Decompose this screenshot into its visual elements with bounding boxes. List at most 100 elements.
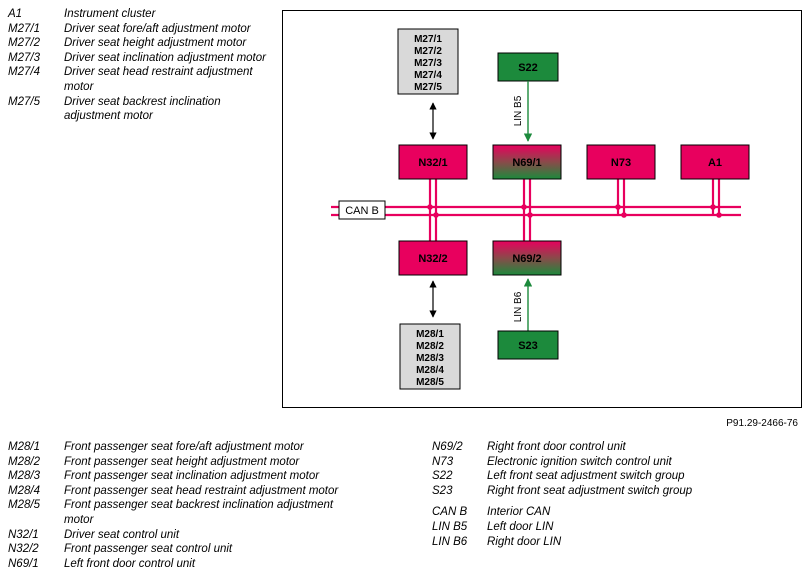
legend-code: N32/2: [8, 543, 39, 556]
svg-text:S22: S22: [518, 62, 538, 74]
s22-box: S22: [497, 52, 559, 82]
legend-desc: Driver seat fore/aft adjustment motor: [64, 22, 251, 35]
a1-box: A1: [680, 144, 750, 180]
svg-text:M28/3: M28/3: [416, 353, 444, 364]
legend-row: S22 Left front seat adjustment switch gro…: [432, 469, 792, 484]
legend-row: N73 Electronic ignition switch control un…: [432, 455, 792, 470]
legend-desc: Driver seat height adjustment motor: [64, 37, 247, 50]
legend-row: M27/4 Driver seat head restraint adjustme…: [8, 65, 270, 94]
legend-code: M27/3: [8, 51, 40, 64]
legend-row: S23 Right front seat adjustment switch gr…: [432, 484, 792, 499]
legend-code: N69/1: [8, 557, 39, 570]
legend-spacer: [432, 498, 792, 505]
can-b-bus: [331, 205, 741, 217]
bus-drops: [428, 179, 721, 241]
can-b-label: CAN B: [338, 200, 386, 220]
svg-text:M27/2: M27/2: [414, 46, 442, 57]
legend-desc: Front passenger seat height adjustment m…: [64, 455, 300, 468]
legend-row: M27/5 Driver seat backrest inclination ad…: [8, 95, 270, 124]
legend-code: M27/2: [8, 37, 40, 50]
svg-text:M28/1: M28/1: [416, 329, 444, 340]
legend-row: M27/3 Driver seat inclination adjustment …: [8, 51, 270, 66]
n69-1-box: N69/1: [492, 144, 562, 180]
svg-text:S23: S23: [518, 340, 538, 352]
legend-code: M28/5: [8, 499, 40, 512]
lin-b6-label: LIN B6: [513, 291, 524, 322]
legend-desc: Left front door control unit: [64, 557, 196, 570]
legend-desc: Front passenger seat control unit: [64, 543, 233, 556]
svg-text:N32/2: N32/2: [418, 253, 447, 265]
legend-row: N69/2 Right front door control unit: [432, 440, 792, 455]
legend-code: S23: [432, 484, 453, 497]
legend-desc: Front passenger seat inclination adjustm…: [64, 470, 320, 483]
svg-text:M28/2: M28/2: [416, 341, 444, 352]
legend-row: N69/1 Left front door control unit: [8, 557, 418, 572]
legend-desc: Interior CAN: [487, 506, 551, 519]
legend-code: M28/4: [8, 484, 40, 497]
legend-row: N32/2 Front passenger seat control unit: [8, 542, 418, 557]
svg-text:M28/4: M28/4: [416, 365, 444, 376]
legend-code: CAN B: [432, 506, 468, 519]
legend-code: N32/1: [8, 528, 39, 541]
legend-desc: Right door LIN: [487, 535, 562, 548]
s23-box: S23: [497, 330, 559, 360]
svg-text:M28/5: M28/5: [416, 377, 444, 388]
legend-code: M28/1: [8, 441, 40, 453]
n32-2-box: N32/2: [398, 240, 468, 276]
legend-desc: Driver seat head restraint adjustment mo…: [64, 66, 253, 93]
legend-desc: Right front seat adjustment switch group: [487, 484, 693, 497]
network-diagram: CAN B M27/1 M27/2 M27/3 M27/4 M27/5 N32/…: [331, 28, 750, 390]
lin-b5-label: LIN B5: [513, 95, 524, 126]
legend-bottom-right: N69/2 Right front door control unit N73 El…: [432, 440, 792, 549]
legend-desc: Driver seat backrest inclination adjustm…: [64, 95, 221, 123]
legend-code: N73: [432, 455, 454, 468]
legend-row: LIN B5 Left door LIN: [432, 520, 792, 535]
legend-row: M28/5 Front passenger seat backrest incli…: [8, 498, 418, 527]
legend-code: LIN B5: [432, 520, 468, 533]
legend-row: M28/2 Front passenger seat height adjustm…: [8, 455, 418, 470]
n32-1-box: N32/1: [398, 144, 468, 180]
legend-code: M27/5: [8, 95, 40, 108]
legend-code: M28/2: [8, 455, 40, 468]
legend-desc: Front passenger seat backrest inclinatio…: [64, 499, 334, 526]
legend-desc: Left door LIN: [487, 520, 554, 533]
diagram-frame: CAN B M27/1 M27/2 M27/3 M27/4 M27/5 N32/…: [282, 10, 802, 408]
legend-row: A1 Instrument cluster: [8, 7, 270, 22]
svg-text:N69/1: N69/1: [512, 157, 541, 169]
svg-text:A1: A1: [708, 157, 722, 169]
legend-row: M28/4 Front passenger seat head restraint…: [8, 484, 418, 499]
legend-row: M27/2 Driver seat height adjustment motor: [8, 36, 270, 51]
legend-desc: Instrument cluster: [64, 8, 156, 20]
svg-text:N69/2: N69/2: [512, 253, 541, 265]
svg-text:CAN B: CAN B: [345, 205, 379, 217]
legend-desc: Driver seat inclination adjustment motor: [64, 51, 266, 64]
legend-row: N32/1 Driver seat control unit: [8, 528, 418, 543]
legend-desc: Driver seat control unit: [64, 528, 180, 541]
svg-text:M27/5: M27/5: [414, 82, 442, 93]
svg-text:M27/3: M27/3: [414, 58, 442, 69]
svg-text:N73: N73: [611, 157, 631, 169]
m27-motor-group: M27/1 M27/2 M27/3 M27/4 M27/5: [397, 28, 459, 95]
legend-row: CAN B Interior CAN: [432, 505, 792, 520]
legend-code: A1: [8, 8, 23, 20]
legend-desc: Front passenger seat head restraint adju…: [64, 484, 339, 497]
legend-code: S22: [432, 470, 453, 483]
svg-text:N32/1: N32/1: [418, 157, 447, 169]
legend-code: M27/4: [8, 66, 40, 79]
n73-box: N73: [586, 144, 656, 180]
legend-desc: Left front seat adjustment switch group: [487, 470, 685, 483]
n69-2-box: N69/2: [492, 240, 562, 276]
m28-motor-group: M28/1 M28/2 M28/3 M28/4 M28/5: [399, 323, 461, 390]
bus-junction-dots: [427, 204, 722, 218]
reference-code: P91.29-2466-76: [726, 418, 798, 429]
svg-text:M27/4: M27/4: [414, 70, 442, 81]
legend-desc: Electronic ignition switch control unit: [487, 455, 672, 468]
legend-desc: Right front door control unit: [487, 441, 626, 453]
legend-code: N69/2: [432, 441, 463, 453]
